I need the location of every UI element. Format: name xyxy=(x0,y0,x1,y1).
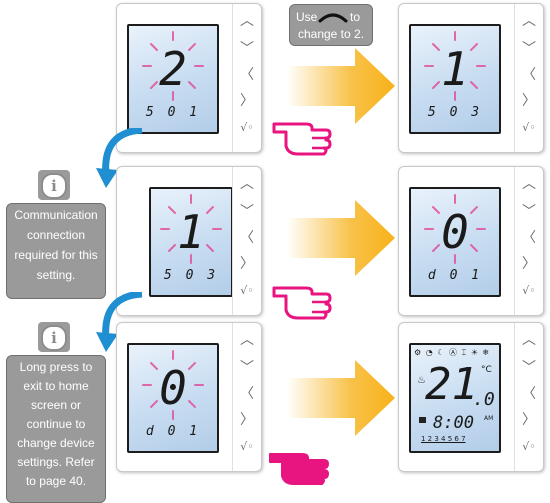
blink-burst xyxy=(142,350,204,420)
down-button[interactable]: ﹀ xyxy=(240,41,254,57)
callout-text: change to 2. xyxy=(297,27,365,41)
status-icons-row: ⚙ ◔ ☾ Ⓐ ⌶ ☀ ❄ xyxy=(414,348,491,357)
tip-callout-up: Use to change to 2. xyxy=(289,4,373,46)
callout-line: Long press to xyxy=(19,360,93,374)
thermostat-home: ⚙ ◔ ☾ Ⓐ ⌶ ☀ ❄ ♨ 21 °C .0 8:00 AM 1 2 3 4… xyxy=(398,322,544,472)
ok-button[interactable]: √◦ xyxy=(240,121,254,134)
up-button[interactable]: ︿ xyxy=(522,13,536,29)
up-button[interactable]: ︿ xyxy=(522,332,536,348)
callout-text: to xyxy=(350,10,361,24)
setting-value: 0 xyxy=(441,205,469,259)
callout-line: change device xyxy=(17,436,95,450)
callout-line: to page 40. xyxy=(25,474,87,488)
down-button[interactable]: ﹀ xyxy=(240,204,254,220)
right-button[interactable]: 〉 xyxy=(240,93,254,109)
lcd-screen: ⚙ ◔ ☾ Ⓐ ⌶ ☀ ❄ ♨ 21 °C .0 8:00 AM 1 2 3 4… xyxy=(409,343,501,453)
lcd-screen: 2 5 0 1 xyxy=(127,24,219,134)
temperature-decimal: .0 xyxy=(473,389,495,410)
lcd-screen: 0 d 0 1 xyxy=(409,187,501,297)
down-button[interactable]: ﹀ xyxy=(522,41,536,57)
thermostat-step4: 0 d 0 1 ︿ ﹀ 〈 〉 √◦ xyxy=(398,166,544,316)
callout-line: Communication xyxy=(14,208,98,222)
ok-button[interactable]: √◦ xyxy=(240,284,254,297)
arrow-right-3 xyxy=(287,360,395,436)
down-button[interactable]: ﹀ xyxy=(240,360,254,376)
temperature-unit: °C xyxy=(481,365,492,375)
up-button[interactable]: ︿ xyxy=(522,176,536,192)
ok-button[interactable]: √◦ xyxy=(522,284,536,297)
thermostat-step2: 1 5 0 3 ︿ ﹀ 〈 〉 √◦ xyxy=(398,3,544,153)
setting-code: d 0 1 xyxy=(427,268,483,283)
ok-button[interactable]: √◦ xyxy=(240,440,254,453)
arrow-right-2 xyxy=(287,200,395,276)
up-button[interactable]: ︿ xyxy=(240,13,254,29)
setting-value: 0 xyxy=(159,361,187,415)
weekday-indicator: 1 2 3 4 5 6 7 xyxy=(421,435,466,443)
thermostat-step1: 2 5 0 1 ︿ ﹀ 〈 〉 √◦ xyxy=(116,3,262,153)
pointing-hand-filled-icon xyxy=(269,453,329,485)
setting-value: 1 xyxy=(177,205,205,259)
ok-button[interactable]: √◦ xyxy=(522,440,536,453)
up-button[interactable]: ︿ xyxy=(240,176,254,192)
right-button[interactable]: 〉 xyxy=(240,412,254,428)
callout-line: setting. xyxy=(36,268,76,282)
callout-line: settings. Refer xyxy=(17,455,95,469)
curved-arrow-down-2 xyxy=(96,292,143,352)
setting-code: 5 0 3 xyxy=(427,105,483,120)
right-button[interactable]: 〉 xyxy=(522,412,536,428)
right-button[interactable]: 〉 xyxy=(522,256,536,272)
setting-code: 5 0 3 xyxy=(163,268,219,283)
arrow-right-1 xyxy=(287,48,395,124)
clock-time: 8:00 xyxy=(433,413,474,433)
blink-burst xyxy=(160,194,222,264)
lcd-screen: 1 5 0 3 xyxy=(149,187,233,297)
left-button[interactable]: 〈 xyxy=(240,230,254,246)
flame-icon: ♨ xyxy=(417,375,426,386)
info-callout-long-press: Long press to exit to home screen or con… xyxy=(6,355,106,503)
callout-line: exit to home xyxy=(23,379,89,393)
info-icon: i xyxy=(41,173,67,199)
right-button[interactable]: 〉 xyxy=(240,256,254,272)
curved-arrow-down-1 xyxy=(96,128,143,188)
thermostat-step3: 1 5 0 3 ︿ ﹀ 〈 〉 √◦ xyxy=(116,166,262,316)
right-button[interactable]: 〉 xyxy=(522,93,536,109)
lock-icon xyxy=(419,417,426,423)
ok-button[interactable]: √◦ xyxy=(522,121,536,134)
left-button[interactable]: 〈 xyxy=(240,386,254,402)
down-button[interactable]: ﹀ xyxy=(522,360,536,376)
left-button[interactable]: 〈 xyxy=(240,67,254,83)
setting-code: 5 0 1 xyxy=(145,105,201,120)
pointing-hand-outline-icon xyxy=(272,122,332,156)
up-button[interactable]: ︿ xyxy=(240,332,254,348)
lcd-screen: 1 5 0 3 xyxy=(409,24,501,134)
callout-line: screen or xyxy=(30,398,82,412)
up-chevron-icon xyxy=(318,13,348,23)
blink-burst xyxy=(142,31,204,101)
left-button[interactable]: 〈 xyxy=(522,230,536,246)
blink-burst xyxy=(424,194,486,264)
callout-text: Use xyxy=(296,10,318,24)
info-icon: i xyxy=(41,325,67,351)
callout-line: connection xyxy=(26,228,86,242)
lcd-screen: 0 d 0 1 xyxy=(127,343,219,453)
temperature-value: 21 xyxy=(425,359,478,410)
clock-ampm: AM xyxy=(484,415,494,422)
left-button[interactable]: 〈 xyxy=(522,67,536,83)
info-callout-communication: Communication connection required for th… xyxy=(6,203,106,299)
blink-burst xyxy=(424,31,486,101)
down-button[interactable]: ﹀ xyxy=(522,204,536,220)
setting-value: 2 xyxy=(159,42,187,96)
setting-code: d 0 1 xyxy=(145,424,201,439)
pointing-hand-outline-icon xyxy=(272,286,332,320)
callout-line: required for this xyxy=(14,248,98,262)
setting-value: 1 xyxy=(441,42,469,96)
thermostat-step5: 0 d 0 1 ︿ ﹀ 〈 〉 √◦ xyxy=(116,322,262,472)
callout-line: continue to xyxy=(26,417,86,431)
left-button[interactable]: 〈 xyxy=(522,386,536,402)
